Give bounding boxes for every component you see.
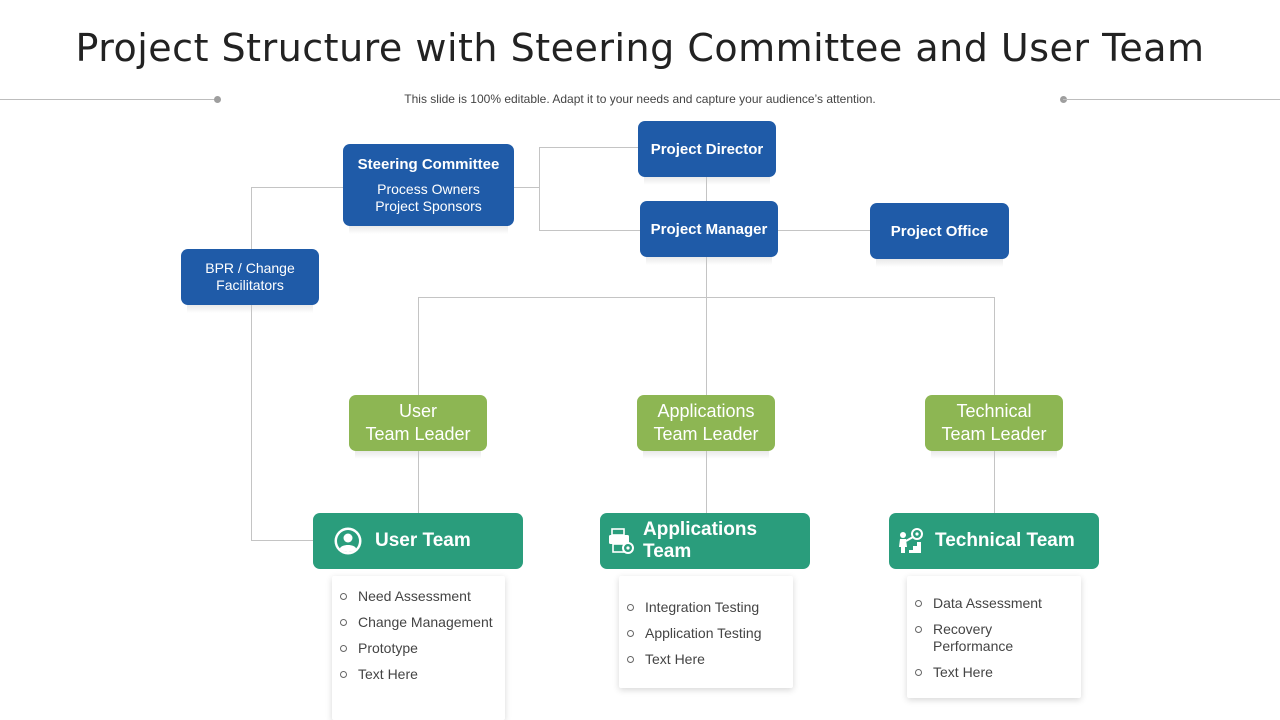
connector <box>514 187 540 188</box>
bullet-icon <box>627 656 634 663</box>
bullet-icon <box>627 604 634 611</box>
project-office-box: Project Office <box>870 203 1009 267</box>
user-team-box: User Team <box>313 513 523 569</box>
technical-team-box: Technical Team <box>889 513 1099 569</box>
page-subtitle: This slide is 100% editable. Adapt it to… <box>404 92 876 106</box>
applications-team-card: Integration Testing Application Testing … <box>619 576 793 688</box>
applications-team-leader-box: Applications Team Leader <box>637 395 775 459</box>
bpr-facilitators-box: BPR / Change Facilitators <box>181 249 319 313</box>
bullet-icon <box>340 593 347 600</box>
page-title: Project Structure with Steering Committe… <box>75 26 1205 70</box>
list-item: Text Here <box>332 666 505 683</box>
list-item: Data Assessment <box>907 595 1081 612</box>
printer-gear-icon <box>606 526 636 556</box>
steering-committee-title: Steering Committee <box>357 155 500 173</box>
list-item: Need Assessment <box>332 588 505 605</box>
header-dot-left <box>214 96 221 103</box>
steering-committee-line: Project Sponsors <box>375 197 482 214</box>
leader-line: Team Leader <box>941 424 1047 444</box>
connector <box>418 297 419 396</box>
connector <box>251 187 344 188</box>
user-team-leader-box: User Team Leader <box>349 395 487 459</box>
leader-line: User <box>398 401 437 421</box>
leader-line: Team Leader <box>365 424 471 444</box>
team-label: User Team <box>375 530 471 552</box>
list-item: Text Here <box>619 651 793 668</box>
connector <box>539 147 540 231</box>
user-team-card: Need Assessment Change Management Protot… <box>332 576 505 720</box>
connector <box>994 297 995 396</box>
applications-team-box: Applications Team <box>600 513 810 569</box>
leader-line: Team Leader <box>653 424 759 444</box>
team-label: Applications Team <box>643 519 757 563</box>
leader-line: Applications <box>657 401 755 421</box>
steering-committee-line: Process Owners <box>377 180 480 197</box>
list-item: Application Testing <box>619 625 793 642</box>
bullet-icon <box>915 600 922 607</box>
team-label-line: Applications <box>643 519 758 540</box>
project-director-box: Project Director <box>638 121 776 185</box>
project-manager-label: Project Manager <box>650 220 768 238</box>
list-item: Prototype <box>332 640 505 657</box>
team-label-line: Team <box>643 541 692 562</box>
list-item: Recovery Performance <box>907 621 1043 655</box>
person-gear-icon <box>895 526 925 556</box>
list-item: Change Management <box>332 614 505 631</box>
steering-committee-box: Steering Committee Process Owners Projec… <box>343 144 514 234</box>
connector <box>778 230 870 231</box>
connector <box>706 257 707 396</box>
bullet-icon <box>340 645 347 652</box>
connector <box>251 540 313 541</box>
bpr-facilitators-line: BPR / Change <box>205 260 295 276</box>
bullet-icon <box>340 671 347 678</box>
connector <box>994 451 995 514</box>
connector <box>418 451 419 514</box>
list-item: Integration Testing <box>619 599 793 616</box>
header-rule-right <box>1063 99 1280 100</box>
connector <box>706 451 707 514</box>
bullet-icon <box>915 626 922 633</box>
header-rule-left <box>0 99 218 100</box>
connector <box>706 177 707 201</box>
list-item: Text Here <box>907 664 1081 681</box>
connector <box>539 147 639 148</box>
project-office-label: Project Office <box>890 222 989 240</box>
user-icon <box>333 526 363 556</box>
project-manager-box: Project Manager <box>640 201 778 265</box>
bullet-icon <box>340 619 347 626</box>
bullet-icon <box>627 630 634 637</box>
leader-line: Technical <box>956 401 1032 421</box>
technical-team-leader-box: Technical Team Leader <box>925 395 1063 459</box>
connector <box>251 187 252 541</box>
project-director-label: Project Director <box>650 140 764 158</box>
team-label: Technical Team <box>935 530 1075 552</box>
connector <box>418 297 995 298</box>
team-label-line: User Team <box>375 530 471 551</box>
connector <box>539 230 640 231</box>
bpr-facilitators-line: Facilitators <box>216 277 284 293</box>
technical-team-card: Data Assessment Recovery Performance Tex… <box>907 576 1081 698</box>
team-label-line: Technical Team <box>935 530 1075 551</box>
bullet-icon <box>915 669 922 676</box>
